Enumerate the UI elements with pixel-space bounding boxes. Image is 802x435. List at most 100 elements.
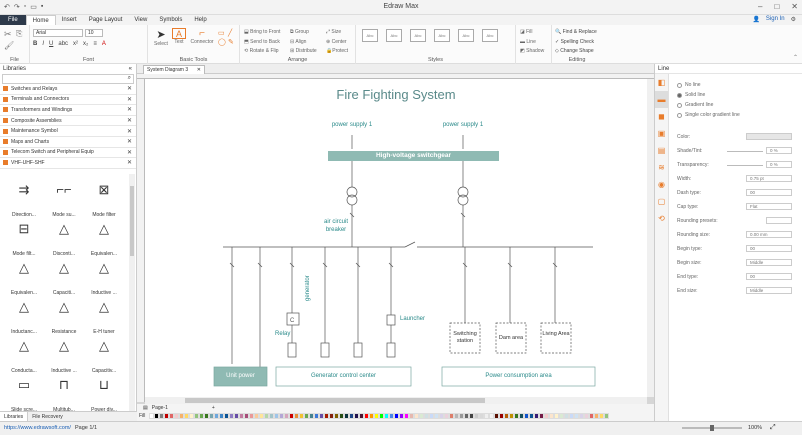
fit-page-icon[interactable]: ⤢: [770, 424, 776, 431]
color-swatch[interactable]: [304, 413, 309, 419]
color-swatch[interactable]: [339, 413, 344, 419]
color-swatch[interactable]: [309, 413, 314, 419]
font-color-icon[interactable]: A: [101, 41, 106, 47]
color-swatch[interactable]: [564, 413, 569, 419]
layer-panel-icon[interactable]: ≋: [658, 163, 665, 172]
color-swatch[interactable]: [369, 413, 374, 419]
close-icon[interactable]: ✕: [791, 2, 798, 11]
website-link[interactable]: https://www.edrawsoft.com/: [4, 425, 71, 431]
bring-to-front-button[interactable]: ⬓ Bring to Front: [244, 29, 281, 35]
color-swatch[interactable]: [179, 413, 184, 419]
line-tool-icon[interactable]: ╱: [228, 30, 233, 37]
library-category[interactable]: Composite Assemblies✕: [0, 116, 136, 127]
color-swatch[interactable]: [444, 413, 449, 419]
color-swatch[interactable]: [539, 413, 544, 419]
menu-home[interactable]: Home: [25, 15, 56, 25]
color-swatch[interactable]: [604, 413, 609, 419]
theme-panel-icon[interactable]: ◉: [658, 180, 665, 189]
color-swatch[interactable]: [344, 413, 349, 419]
color-swatch[interactable]: [374, 413, 379, 419]
color-swatch[interactable]: [519, 413, 524, 419]
color-swatch[interactable]: [589, 413, 594, 419]
shadow-panel-icon[interactable]: ◼: [658, 112, 665, 121]
italic-icon[interactable]: I: [42, 41, 45, 47]
library-shape[interactable]: △Equivalen...: [6, 256, 42, 296]
redo-icon[interactable]: ↷: [13, 4, 20, 11]
line-option[interactable]: No line: [677, 82, 701, 88]
color-swatch[interactable]: [159, 413, 164, 419]
library-shape[interactable]: △Equivalen...: [86, 217, 122, 257]
color-swatch[interactable]: [364, 413, 369, 419]
panel-collapse-icon[interactable]: «: [128, 66, 132, 72]
library-shape[interactable]: ⊓Multitub...: [46, 373, 82, 411]
color-swatch[interactable]: [559, 413, 564, 419]
color-swatch[interactable]: [254, 413, 259, 419]
radio-button[interactable]: [677, 82, 682, 88]
library-shape[interactable]: ⊠Mode filter: [86, 178, 122, 218]
line-prop-control[interactable]: 0 %: [766, 161, 792, 168]
open-icon[interactable]: ▭: [30, 4, 37, 11]
color-swatch[interactable]: [524, 413, 529, 419]
close-library-icon[interactable]: ✕: [126, 96, 132, 103]
color-swatch[interactable]: [294, 413, 299, 419]
line-prop-control[interactable]: 00: [746, 245, 792, 252]
minimize-icon[interactable]: –: [758, 2, 763, 11]
line-prop-control[interactable]: 00: [746, 189, 792, 196]
size-button[interactable]: ⤢ Size: [326, 29, 342, 35]
canvas-vertical-scrollbar[interactable]: [647, 79, 654, 397]
close-library-icon[interactable]: ✕: [126, 128, 132, 135]
page-list-icon[interactable]: ▤: [143, 404, 148, 411]
align-button[interactable]: ⊟ Align: [290, 38, 307, 45]
color-swatch[interactable]: [314, 413, 319, 419]
color-swatch[interactable]: [324, 413, 329, 419]
ellipse-tool-icon[interactable]: ◯: [218, 39, 226, 46]
superscript-icon[interactable]: x²: [73, 41, 79, 47]
library-shape[interactable]: △Inductanc...: [6, 295, 42, 335]
color-swatch[interactable]: [214, 413, 219, 419]
color-swatch[interactable]: [459, 413, 464, 419]
library-shape[interactable]: △Inductive ...: [86, 256, 122, 296]
change-shape-button[interactable]: ◇ Change Shape: [555, 48, 594, 54]
rotate-flip-button[interactable]: ⟲ Rotate & Flip: [244, 48, 279, 54]
color-swatch[interactable]: [534, 413, 539, 419]
fill-button[interactable]: ◪ Fill: [520, 29, 533, 35]
radio-button[interactable]: [677, 112, 682, 118]
line-prop-control[interactable]: Flat: [746, 203, 792, 210]
close-library-icon[interactable]: ✕: [126, 149, 132, 156]
library-category[interactable]: VHF-UHF-SHF✕: [0, 158, 136, 169]
menu-insert[interactable]: Insert: [61, 17, 77, 23]
close-library-icon[interactable]: ✕: [126, 107, 132, 114]
bold-icon[interactable]: B: [33, 41, 38, 47]
color-swatch[interactable]: [169, 413, 174, 419]
slider[interactable]: [727, 165, 763, 166]
spelling-check-button[interactable]: ✓ Spelling Check: [555, 38, 594, 45]
color-swatch[interactable]: [484, 413, 489, 419]
distribute-button[interactable]: ⊞ Distribute: [290, 48, 317, 54]
close-tab-icon[interactable]: ✕: [196, 67, 201, 73]
color-swatch[interactable]: [149, 413, 154, 419]
color-swatch[interactable]: [414, 413, 419, 419]
pen-tool-icon[interactable]: ✎: [228, 39, 234, 46]
style-box-3[interactable]: Abc: [410, 29, 426, 42]
color-swatch[interactable]: [234, 413, 239, 419]
color-swatch[interactable]: [429, 413, 434, 419]
color-swatch[interactable]: [154, 413, 159, 419]
library-category[interactable]: Switches and Relays✕: [0, 84, 136, 95]
library-shape[interactable]: ⊔Power div...: [86, 373, 122, 411]
color-swatch[interactable]: [194, 413, 199, 419]
color-swatch[interactable]: [204, 413, 209, 419]
color-swatch[interactable]: [279, 413, 284, 419]
color-swatch[interactable]: [299, 413, 304, 419]
color-swatch[interactable]: [479, 413, 484, 419]
settings-icon[interactable]: ⚙: [790, 17, 796, 23]
library-category[interactable]: Terminals and Connectors✕: [0, 95, 136, 106]
library-category[interactable]: Maps and Charts✕: [0, 137, 136, 148]
line-prop-control[interactable]: Middle: [746, 259, 792, 266]
select-tool[interactable]: ➤ Select: [154, 29, 168, 47]
collapse-ribbon-icon[interactable]: ⌃: [792, 55, 798, 61]
close-library-icon[interactable]: ✕: [126, 118, 132, 125]
color-swatch[interactable]: [424, 413, 429, 419]
color-swatch[interactable]: [509, 413, 514, 419]
color-swatch[interactable]: [594, 413, 599, 419]
color-swatch[interactable]: [554, 413, 559, 419]
